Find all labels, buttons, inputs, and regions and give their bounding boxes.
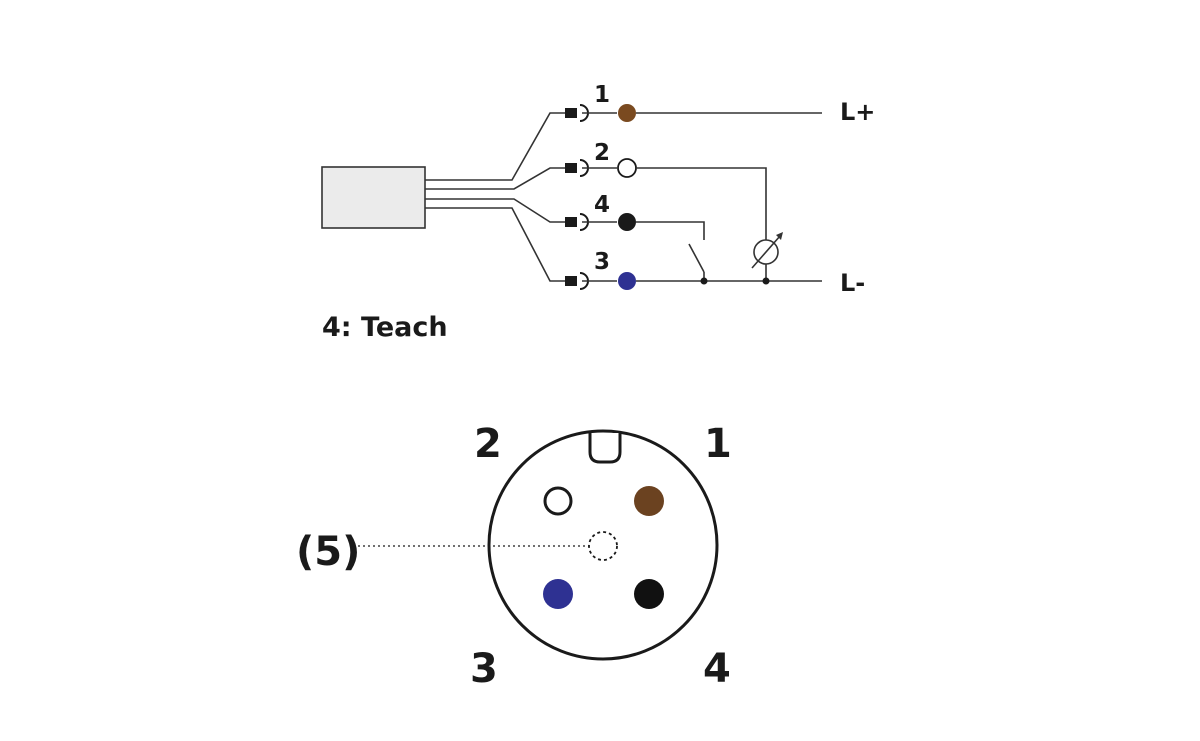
- cable-wire-3: [425, 207, 566, 282]
- connector-label-2: 2: [474, 421, 502, 467]
- connector-pin-2-white: [543, 486, 573, 516]
- connector-pin-1-brown: [634, 486, 664, 516]
- rail-positive-label: L+: [840, 98, 875, 126]
- pin-dot-blue: [618, 272, 636, 290]
- connector-label-1: 1: [704, 421, 732, 467]
- cable-wire-4: [425, 198, 566, 223]
- teach-wire: [636, 221, 705, 240]
- connector-label-4: 4: [703, 646, 731, 692]
- output-wire: [636, 167, 767, 240]
- pin-number-4: 4: [594, 192, 610, 218]
- junction-switch: [700, 277, 708, 285]
- rail-negative-label: L-: [840, 269, 865, 297]
- connector-pin-5-dashed: [588, 531, 618, 561]
- teach-caption: 4: Teach: [322, 312, 448, 343]
- connector-key-notch: [588, 433, 622, 464]
- cable-wire-2: [425, 167, 566, 190]
- pin-number-1: 1: [594, 82, 610, 108]
- pin-dot-brown: [618, 104, 636, 122]
- pin-number-2: 2: [594, 140, 610, 166]
- connector-pin-4-black: [634, 579, 664, 609]
- junction-load: [762, 277, 770, 285]
- connector-face: 2 1 (5) 3 4: [296, 421, 732, 692]
- pin-dot-black: [618, 213, 636, 231]
- sensor-body: [321, 166, 426, 229]
- pin-dot-white: [617, 158, 637, 178]
- connector-label-3: 3: [470, 646, 498, 692]
- connector-label-5: (5): [296, 529, 360, 575]
- wiring-schematic: 1 2 4 3 L+ L- 4: Teach: [321, 82, 875, 343]
- load-symbol: [751, 232, 783, 269]
- pin-number-3: 3: [594, 249, 610, 275]
- connector-pin-3-blue: [543, 579, 573, 609]
- teach-switch: [688, 243, 705, 273]
- cable-wire-1: [425, 112, 566, 181]
